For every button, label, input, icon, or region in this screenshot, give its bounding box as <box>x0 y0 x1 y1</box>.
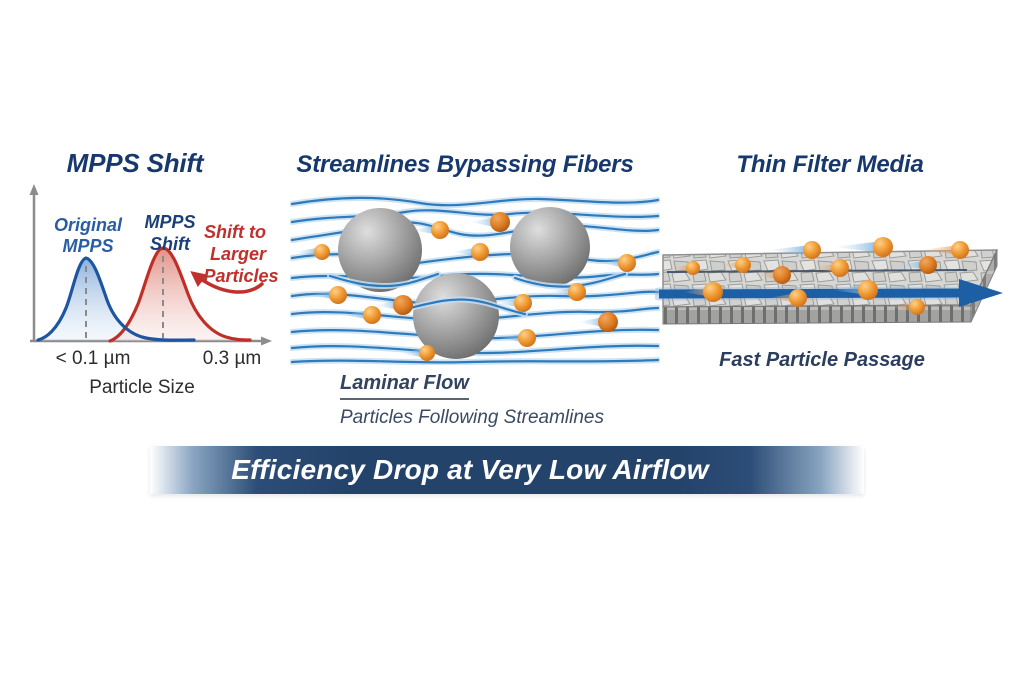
particle-dot <box>618 254 636 272</box>
particle-group <box>294 212 636 361</box>
fast-particle-passage-caption: Fast Particle Passage <box>719 349 925 371</box>
mpps-shift-curve <box>108 246 252 343</box>
particle-dot <box>568 283 586 301</box>
fiber-spheres <box>338 207 590 359</box>
x-axis-label: Particle Size <box>89 377 195 398</box>
particle-dot <box>773 266 791 284</box>
laminar-flow-heading: Laminar Flow <box>340 372 469 400</box>
mpps-panel-title: MPPS Shift <box>66 148 204 178</box>
particle-dot <box>598 312 618 332</box>
mpps-shift-chart: Original MPPS MPPS Shift Shift to Larger… <box>29 184 279 398</box>
particle-dot <box>363 306 381 324</box>
particle-dot <box>873 237 893 257</box>
streamlines-panel-title: Streamlines Bypassing Fibers <box>296 151 634 178</box>
x-tick-left: < 0.1 µm <box>56 348 131 369</box>
thin-flow-line <box>666 269 968 273</box>
particle-group <box>671 237 969 315</box>
particle-dot <box>951 241 969 259</box>
particle-dot <box>686 261 700 275</box>
mpps-shift-curve-fill <box>110 248 250 341</box>
curve-labels: Original MPPS MPPS Shift Shift to Larger… <box>54 212 279 286</box>
annotation-line1: Shift to <box>204 222 266 242</box>
filter-panel-title: Thin Filter Media <box>736 151 924 178</box>
particle-dot <box>431 221 449 239</box>
original-mpps-label-line2: MPPS <box>62 236 113 256</box>
original-mpps-curve-fill <box>38 258 194 341</box>
particle-dot <box>490 212 510 232</box>
particle-dot <box>393 295 413 315</box>
particle-dot <box>518 329 536 347</box>
streamlines-illustration <box>290 190 660 365</box>
shift-arrow-icon <box>190 271 264 294</box>
fiber-sphere <box>338 208 422 292</box>
particle-dot <box>735 257 751 273</box>
mpps-shift-label-line2: Shift <box>150 234 191 254</box>
particle-dot <box>919 256 937 274</box>
x-tick-right: 0.3 µm <box>203 348 261 369</box>
particle-dot <box>329 286 347 304</box>
annotation-line2: Larger <box>210 244 267 264</box>
particle-dot <box>514 294 532 312</box>
mpps-shift-label-line1: MPPS <box>144 212 195 232</box>
particle-dot <box>858 280 878 300</box>
original-mpps-label-line1: Original <box>54 215 123 235</box>
particle-dot <box>803 241 821 259</box>
y-axis-arrow-icon <box>29 184 39 195</box>
laminar-flow-subtext: Particles Following Streamlines <box>340 407 604 428</box>
streamlines-caption: Laminar Flow Particles Following Streaml… <box>340 372 670 429</box>
original-mpps-curve <box>36 256 196 342</box>
fiber-sphere <box>413 273 499 359</box>
particle-dot <box>419 345 435 361</box>
x-axis-arrow-icon <box>261 336 272 346</box>
filter-media-illustration <box>655 237 1003 325</box>
particle-dot <box>471 243 489 261</box>
annotation-line3: Particles <box>203 266 278 286</box>
banner-text: Efficiency Drop at Very Low Airflow <box>231 454 709 485</box>
fiber-sphere <box>510 207 590 287</box>
particle-dot <box>909 299 925 315</box>
particle-dot <box>314 244 330 260</box>
efficiency-drop-banner: Efficiency Drop at Very Low Airflow <box>150 446 864 494</box>
axis-labels: < 0.1 µm 0.3 µm Particle Size <box>56 348 262 398</box>
particle-dot <box>831 259 849 277</box>
particle-dot <box>703 282 723 302</box>
particle-dot <box>789 289 807 307</box>
